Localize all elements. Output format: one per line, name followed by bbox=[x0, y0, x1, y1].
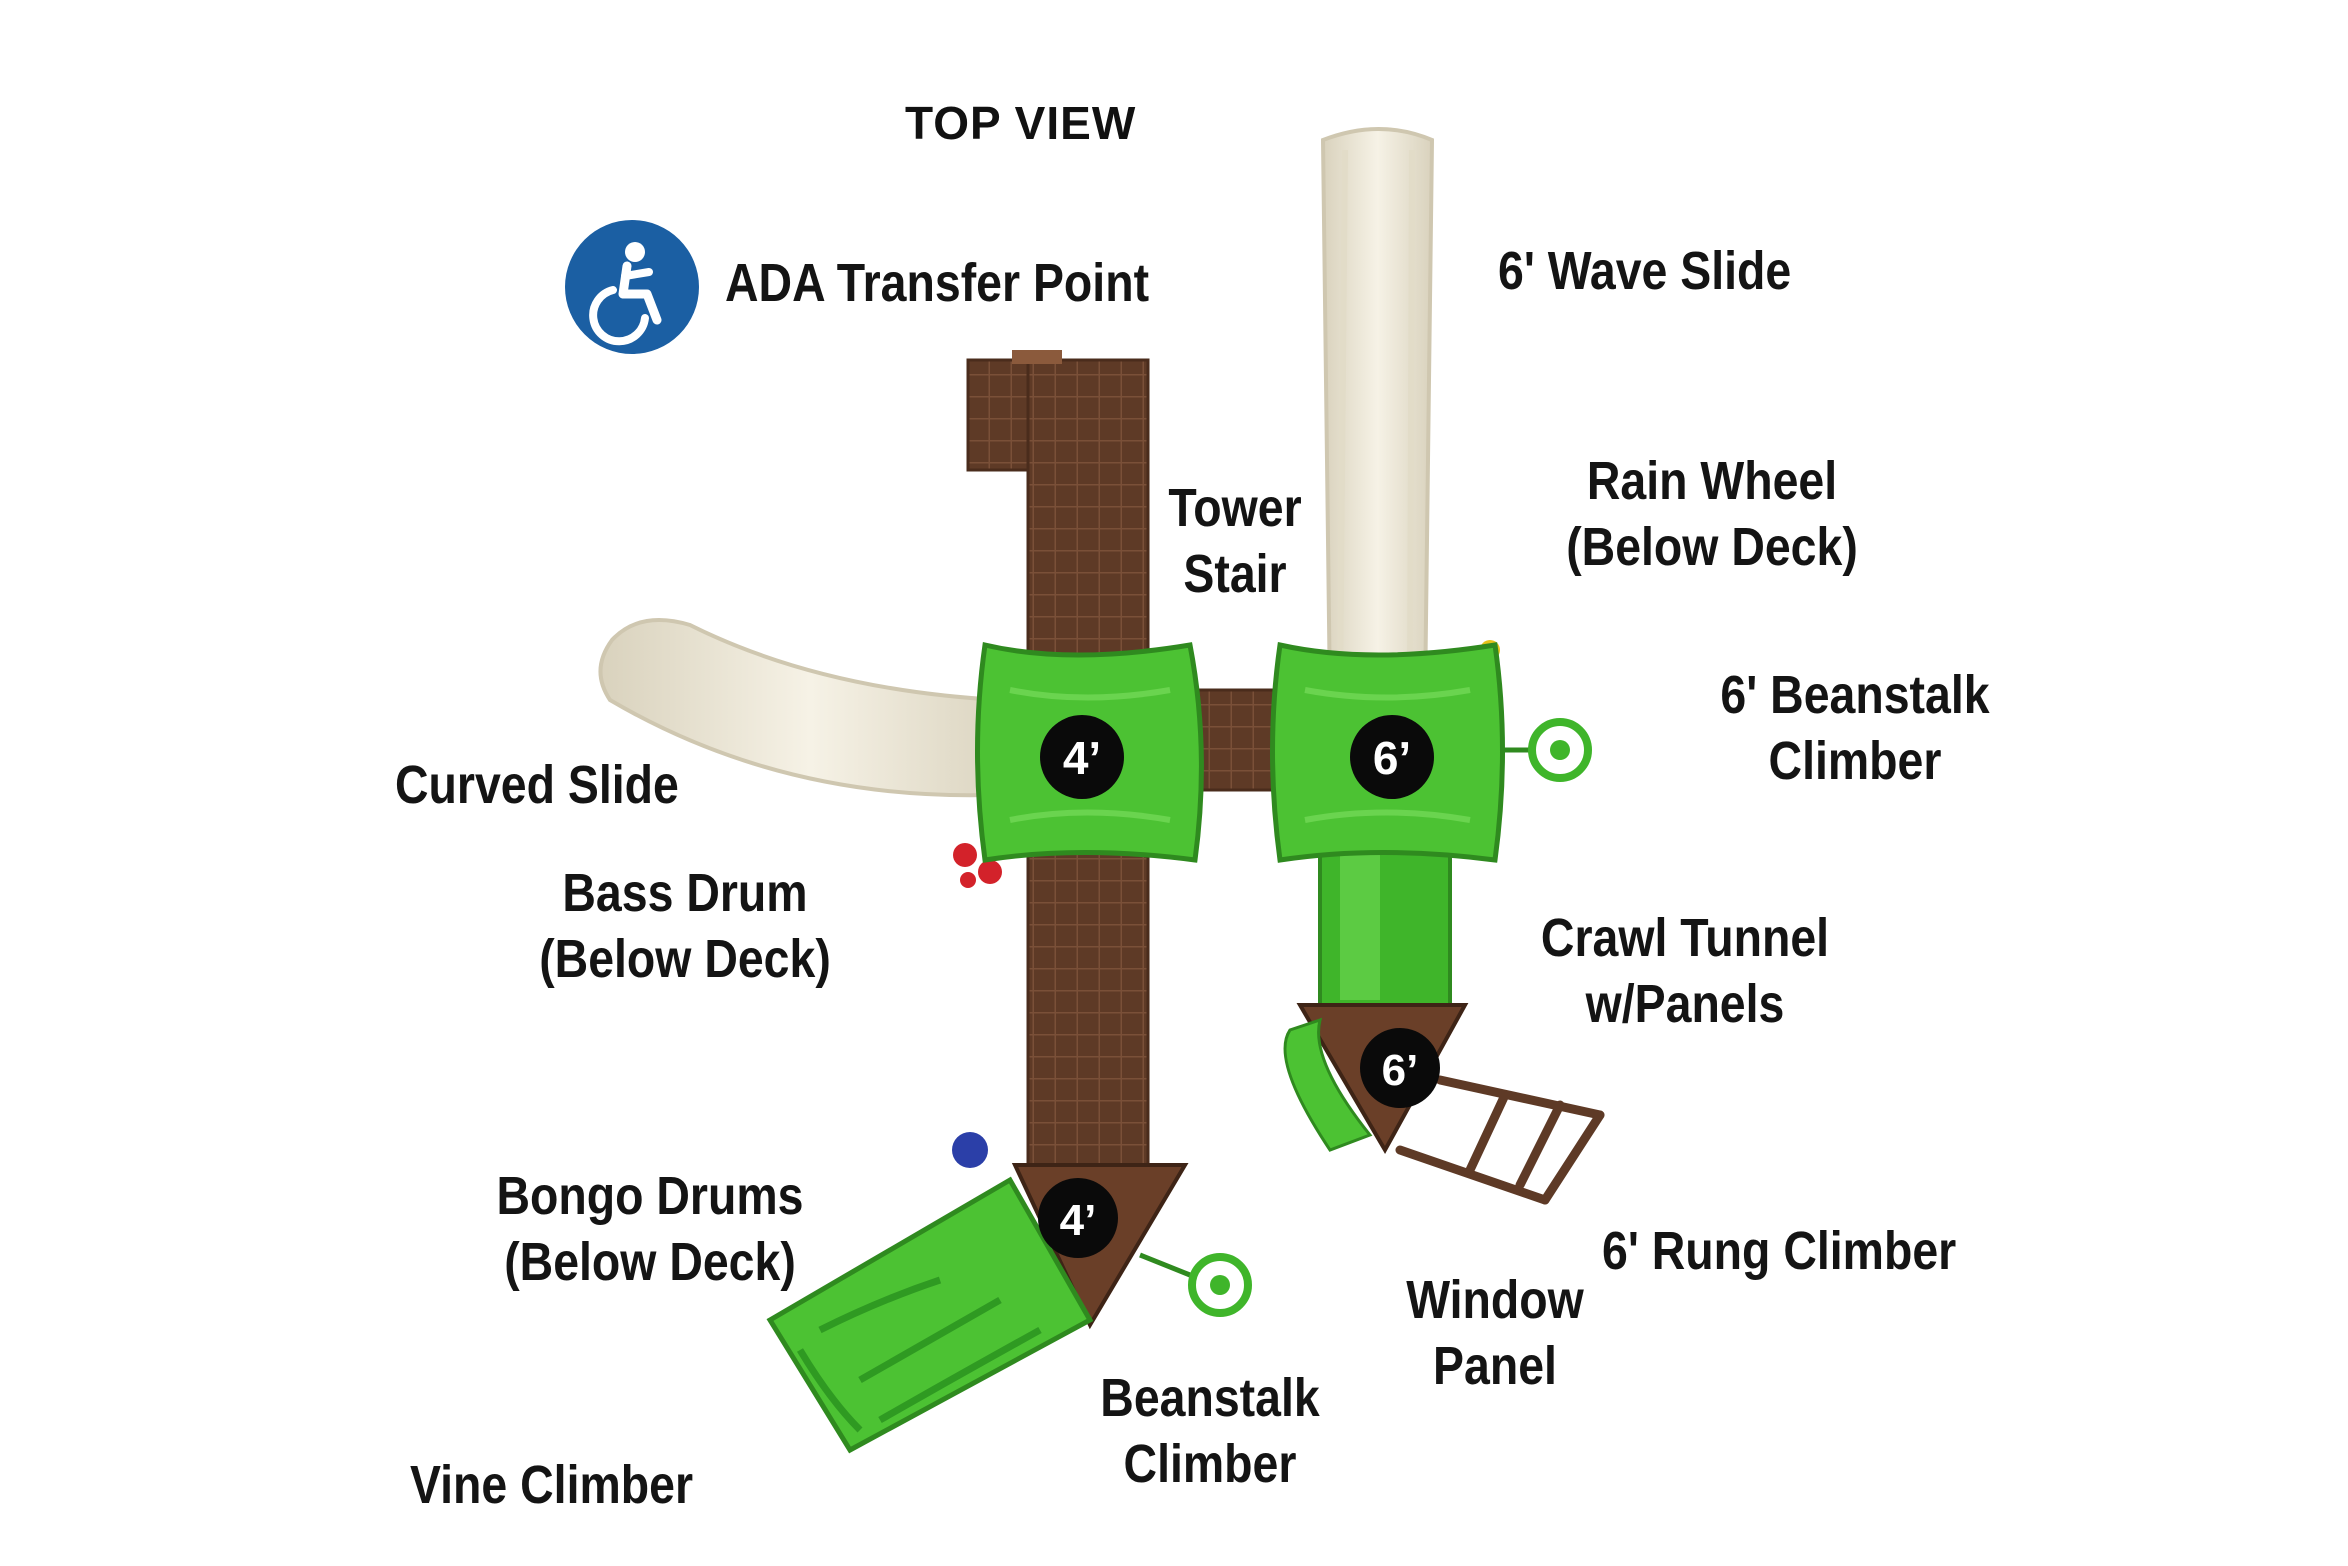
height-label-triangle-left: 4’ bbox=[1060, 1196, 1097, 1245]
crawl-tunnel-label-line1: Crawl Tunnel bbox=[1540, 908, 1830, 968]
rung-climber bbox=[1395, 1075, 1605, 1205]
height-marker-triangle-left bbox=[1038, 1178, 1118, 1258]
bass-drum bbox=[953, 843, 1002, 888]
height-label-triangle-right: 6’ bbox=[1382, 1046, 1419, 1095]
beanstalk-climber-6ft-label: 6' Beanstalk Climber bbox=[1713, 662, 1997, 794]
beanstalk-climber-label-line1: Beanstalk bbox=[1100, 1368, 1320, 1428]
rain-wheel-label-line1: Rain Wheel bbox=[1586, 451, 1838, 511]
height-marker-left-deck bbox=[1040, 715, 1124, 799]
diagram-title: TOP VIEW bbox=[905, 97, 1137, 149]
bass-drum-label-line2: (Below Deck) bbox=[539, 929, 831, 989]
crawl-tunnel bbox=[1318, 838, 1452, 1012]
bass-drum-label-line1: Bass Drum bbox=[562, 863, 808, 923]
rain-wheel-label: Rain Wheel (Below Deck) bbox=[1566, 448, 1858, 580]
height-label-right-deck: 6’ bbox=[1373, 732, 1411, 784]
wheelchair-accessibility-icon bbox=[565, 220, 699, 354]
rung-climber-label: 6' Rung Climber bbox=[1602, 1221, 1957, 1281]
bongo-drums bbox=[952, 1132, 988, 1168]
tower-stair-label: Tower Stair bbox=[1162, 475, 1308, 607]
tower-stair-label-line1: Tower bbox=[1168, 478, 1302, 538]
beanstalk-climber-6ft-label-line1: 6' Beanstalk bbox=[1720, 665, 1990, 725]
wave-slide-label: 6' Wave Slide bbox=[1498, 241, 1792, 301]
bongo-drums-label: Bongo Drums (Below Deck) bbox=[495, 1163, 805, 1295]
vine-climber-label: Vine Climber bbox=[410, 1455, 694, 1515]
beanstalk-climber bbox=[1139, 1252, 1252, 1317]
beanstalk-climber-label: Beanstalk Climber bbox=[1090, 1365, 1331, 1497]
beanstalk-climber-label-line2: Climber bbox=[1123, 1434, 1297, 1494]
beanstalk-climber-6ft-label-line2: Climber bbox=[1768, 731, 1942, 791]
window-panel-label-line1: Window bbox=[1406, 1270, 1584, 1330]
vine-climber bbox=[766, 1176, 1094, 1454]
bongo-drums-label-line1: Bongo Drums bbox=[496, 1166, 804, 1226]
crawl-tunnel-label: Crawl Tunnel w/Panels bbox=[1535, 905, 1836, 1037]
height-marker-right-deck bbox=[1350, 715, 1434, 799]
height-label-left-deck: 4’ bbox=[1063, 732, 1101, 784]
window-panel-label: Window Panel bbox=[1392, 1267, 1598, 1399]
ada-transfer-point-label: ADA Transfer Point bbox=[725, 253, 1150, 313]
window-panel-label-line2: Panel bbox=[1433, 1336, 1557, 1396]
bass-drum-label: Bass Drum (Below Deck) bbox=[539, 860, 831, 992]
wave-slide bbox=[1320, 127, 1435, 702]
crawl-tunnel-label-line2: w/Panels bbox=[1585, 974, 1785, 1034]
rain-wheel-label-line2: (Below Deck) bbox=[1566, 517, 1858, 577]
tower-stair-label-line2: Stair bbox=[1183, 544, 1287, 604]
bongo-drums-label-line2: (Below Deck) bbox=[504, 1232, 796, 1292]
curved-slide-label: Curved Slide bbox=[395, 755, 679, 815]
height-marker-triangle-right bbox=[1360, 1028, 1440, 1108]
